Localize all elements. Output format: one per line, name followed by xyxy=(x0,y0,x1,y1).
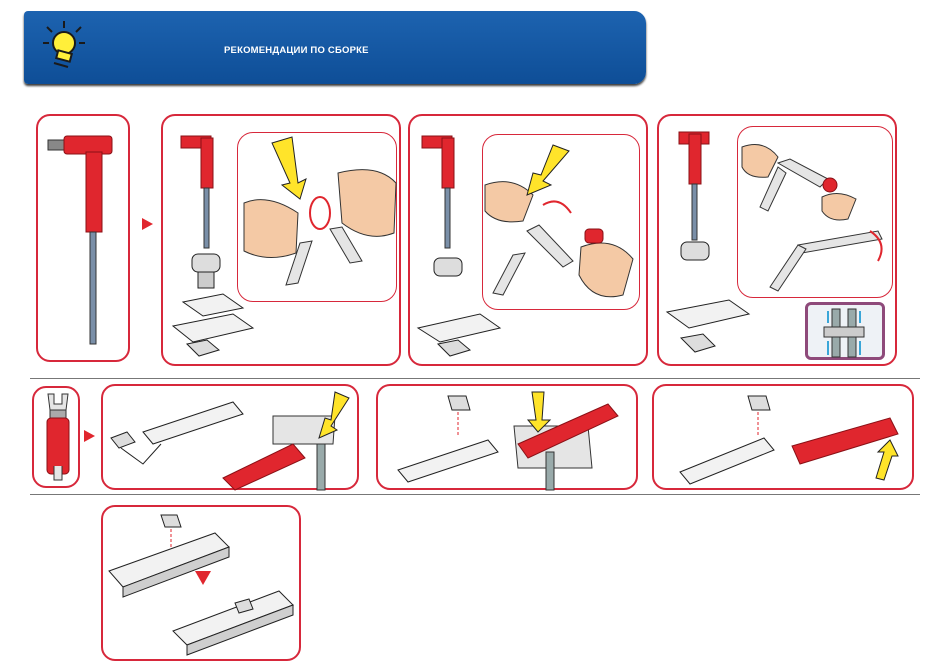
wrench-nut-illustration xyxy=(378,386,640,492)
divider-bottom xyxy=(30,494,920,495)
panel-step-flip-tool xyxy=(652,384,914,490)
hold-nut-illustration xyxy=(103,386,361,492)
flip-tool-illustration xyxy=(654,386,916,492)
divider-top xyxy=(30,378,920,379)
strips-hands-illustration xyxy=(738,127,894,299)
arrow-right-icon xyxy=(142,218,153,230)
inset-hand-detail xyxy=(237,132,397,302)
allen-key-illustration xyxy=(38,116,132,364)
panel-step-hold-nut xyxy=(101,384,359,490)
header-banner: РЕКОМЕНДАЦИИ ПО СБОРКЕ xyxy=(24,11,646,84)
panel-step-nut-in-slot xyxy=(101,505,301,661)
inset-key-detail xyxy=(482,134,640,310)
spanner-illustration xyxy=(34,388,82,490)
nut-slot-illustration xyxy=(103,507,303,663)
key-hands-illustration xyxy=(483,135,641,311)
page-title: РЕКОМЕНДАЦИИ ПО СБОРКЕ xyxy=(224,45,369,56)
panel-step-turn-key xyxy=(408,114,648,366)
arrow-right-icon xyxy=(84,430,95,442)
inset-strips-detail xyxy=(737,126,893,298)
panel-step-wrench-nut xyxy=(376,384,638,490)
panel-step-tighten-strips xyxy=(657,114,897,366)
panel-step-push-screw xyxy=(161,114,401,366)
hands-illustration xyxy=(238,133,398,303)
cross-section-illustration xyxy=(808,305,888,363)
panel-spanner-tool xyxy=(32,386,80,488)
inset-cross-section xyxy=(805,302,885,360)
lightbulb-icon xyxy=(40,19,90,69)
panel-allen-key xyxy=(36,114,130,362)
